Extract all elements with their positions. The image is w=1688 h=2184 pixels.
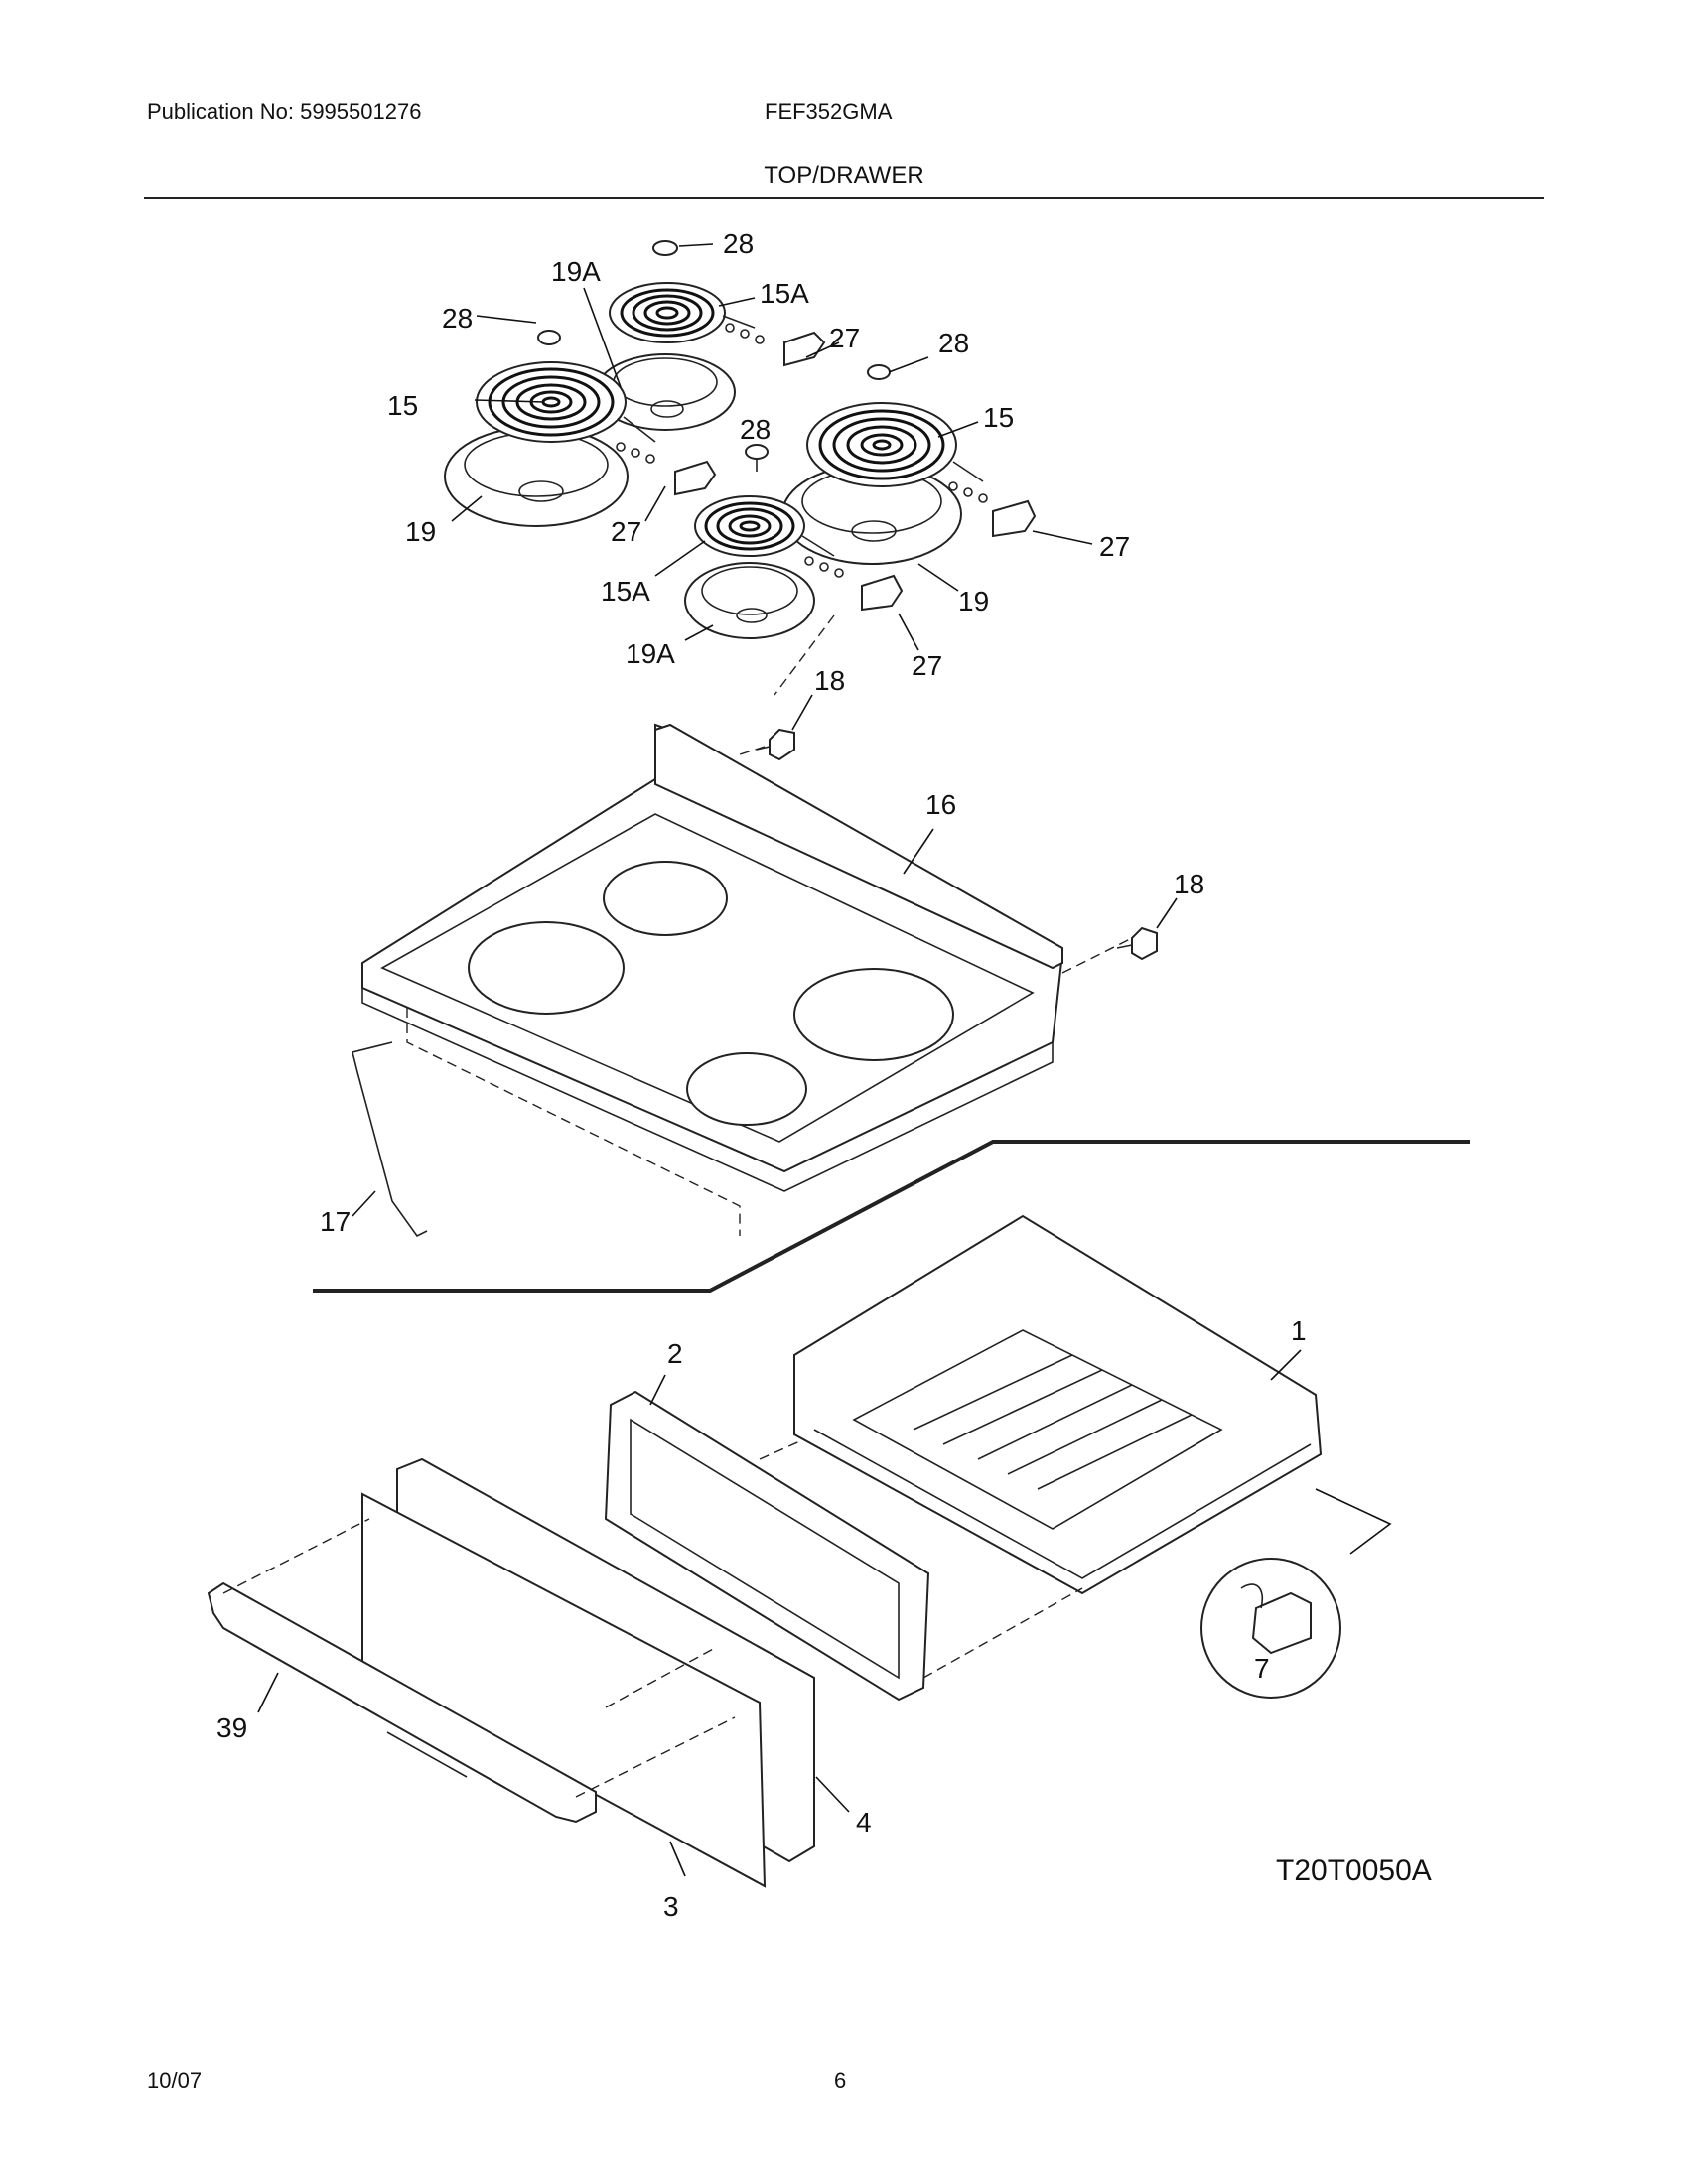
callout-18-right: 18 bbox=[1174, 869, 1204, 899]
leader-lines-bottom bbox=[257, 1349, 1302, 1877]
leader-lines-mid bbox=[352, 694, 1178, 1217]
callout-2: 2 bbox=[667, 1338, 683, 1369]
section-divider-lines bbox=[313, 1140, 1470, 1293]
trim-ring-28-a bbox=[652, 240, 678, 256]
callout-15-right: 15 bbox=[983, 402, 1014, 433]
callout-28-top: 28 bbox=[723, 228, 754, 259]
callout-3: 3 bbox=[663, 1891, 679, 1922]
leader-lines-top bbox=[451, 243, 1093, 651]
section-title: TOP/DRAWER bbox=[764, 162, 924, 189]
receptacle-27-a bbox=[725, 323, 826, 367]
page-number: 6 bbox=[834, 2068, 847, 2093]
drawer-glide-7-detail bbox=[1200, 1488, 1392, 1699]
callout-28-front: 28 bbox=[740, 414, 771, 445]
callout-1: 1 bbox=[1291, 1315, 1307, 1346]
callout-15A-rear: 15A bbox=[760, 278, 809, 309]
drawer-front-panel-3 bbox=[361, 1492, 767, 1888]
callout-19A-rear: 19A bbox=[551, 256, 601, 287]
trim-ring-28-c bbox=[867, 364, 891, 380]
drawer-handle-39 bbox=[207, 1581, 597, 1824]
callout-27-right: 27 bbox=[1099, 531, 1130, 562]
callout-19-right: 19 bbox=[958, 586, 989, 616]
model-number: FEF352GMA bbox=[765, 99, 893, 124]
callout-19-left: 19 bbox=[405, 516, 436, 547]
diagram-code: T20T0050A bbox=[1276, 1854, 1432, 1887]
receptacle-27-d bbox=[804, 556, 904, 612]
receptacle-27-c bbox=[948, 481, 1037, 538]
callout-28-left: 28 bbox=[442, 303, 473, 334]
callout-16: 16 bbox=[925, 789, 956, 820]
callout-17: 17 bbox=[320, 1206, 351, 1237]
main-top-16 bbox=[361, 723, 1064, 1192]
surface-element-15-right bbox=[806, 402, 984, 487]
receptacle-27-b bbox=[616, 442, 717, 496]
callout-39: 39 bbox=[216, 1712, 247, 1743]
footer-date: 10/07 bbox=[147, 2068, 203, 2093]
callout-4: 4 bbox=[856, 1807, 872, 1838]
hinge-18-right bbox=[1116, 926, 1158, 961]
callout-27-rear: 27 bbox=[829, 323, 860, 353]
callout-27-left: 27 bbox=[611, 516, 641, 547]
surface-element-15A-front bbox=[694, 495, 835, 557]
callout-28-right: 28 bbox=[938, 328, 969, 358]
support-rod-17 bbox=[352, 1041, 428, 1238]
callout-18-rear: 18 bbox=[814, 665, 845, 696]
callout-15A-front: 15A bbox=[601, 576, 650, 607]
drawer-front-frame-2 bbox=[604, 1390, 930, 1702]
trim-ring-28-b bbox=[537, 330, 561, 345]
hinge-18-rear bbox=[756, 728, 795, 761]
publication-number: Publication No: 5995501276 bbox=[147, 99, 422, 124]
callout-7: 7 bbox=[1254, 1653, 1270, 1684]
surface-element-15A-rear bbox=[609, 282, 756, 343]
dashed-assembly-lines-drawer bbox=[222, 1438, 1083, 1798]
callout-19A-front: 19A bbox=[626, 638, 675, 669]
drawer-body-1 bbox=[793, 1214, 1323, 1595]
drip-bowl-19A-front bbox=[684, 562, 815, 639]
trim-ring-28-d bbox=[745, 444, 769, 472]
callout-27-front: 27 bbox=[912, 650, 942, 681]
header-rule bbox=[144, 197, 1544, 199]
surface-element-15-left bbox=[476, 361, 656, 443]
callout-15-left: 15 bbox=[387, 390, 418, 421]
